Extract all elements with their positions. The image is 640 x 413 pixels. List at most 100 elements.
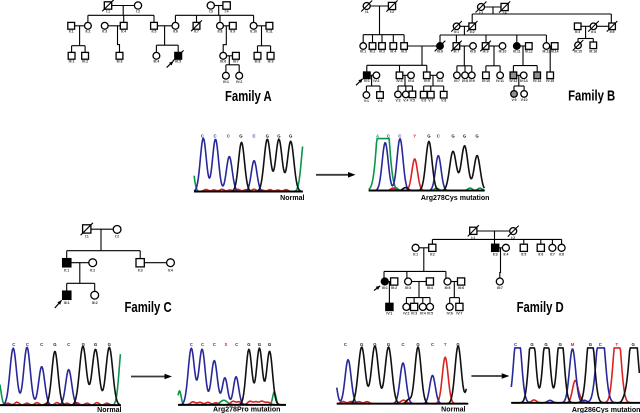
svg-text:IV:3: IV:3 [396, 79, 402, 83]
svg-text:III:6: III:6 [437, 50, 443, 54]
svg-text:IV:11: IV:11 [496, 79, 504, 83]
svg-text:C: C [437, 134, 440, 139]
svg-text:G: G [456, 342, 460, 347]
svg-text:II:9: II:9 [230, 30, 235, 34]
svg-text:C: C [398, 134, 401, 139]
svg-text:I:2: I:2 [390, 10, 394, 14]
svg-text:III:4: III:4 [427, 286, 433, 290]
svg-text:III:3: III:3 [117, 60, 123, 64]
svg-text:C: C [235, 342, 238, 347]
svg-text:C: C [40, 342, 43, 347]
svg-text:Normal: Normal [280, 193, 304, 202]
svg-text:I:4: I:4 [225, 10, 229, 14]
svg-text:G: G [247, 342, 251, 347]
svg-text:III:4: III:4 [390, 50, 396, 54]
svg-text:II:3: II:3 [138, 268, 143, 272]
svg-text:V:10: V:10 [521, 98, 528, 102]
svg-text:V:8: V:8 [441, 99, 446, 103]
svg-text:G: G [289, 134, 293, 139]
svg-text:II:3: II:3 [575, 30, 580, 34]
svg-text:Arg286Cys mutation: Arg286Cys mutation [572, 405, 640, 413]
svg-text:C: C [344, 342, 347, 347]
svg-text:G: G [108, 342, 112, 347]
svg-text:V:1: V:1 [364, 99, 369, 103]
svg-text:II:4: II:4 [503, 252, 508, 256]
svg-text:III:6: III:6 [458, 286, 464, 290]
svg-text:IV:7: IV:7 [454, 79, 460, 83]
svg-text:C: C [201, 134, 204, 139]
svg-text:IV:1: IV:1 [223, 80, 229, 84]
svg-text:V:7: V:7 [428, 99, 433, 103]
svg-text:IV:6: IV:6 [447, 311, 453, 315]
svg-text:Arg278Pro mutation: Arg278Pro mutation [213, 404, 281, 413]
svg-text:III:1: III:1 [382, 286, 388, 290]
svg-text:G: G [239, 134, 243, 139]
svg-text:C: C [26, 342, 29, 347]
svg-text:I:1: I:1 [85, 235, 89, 239]
svg-text:I:2: I:2 [136, 10, 140, 14]
svg-text:T: T [615, 342, 618, 347]
svg-text:C: C [214, 134, 217, 139]
svg-text:IV:5: IV:5 [424, 79, 430, 83]
svg-text:IV:12: IV:12 [509, 79, 517, 83]
svg-text:III:5: III:5 [175, 60, 181, 64]
svg-text:I:2: I:2 [511, 236, 515, 240]
svg-text:II:5: II:5 [521, 252, 526, 256]
svg-text:C: C [227, 134, 230, 139]
svg-text:III:4: III:4 [153, 60, 159, 64]
svg-text:I:2: I:2 [115, 235, 119, 239]
svg-text:G: G [387, 342, 391, 347]
svg-text:IV:4: IV:4 [420, 311, 426, 315]
svg-text:G: G [373, 342, 377, 347]
svg-text:G: G [427, 134, 431, 139]
svg-text:I:1: I:1 [471, 236, 475, 240]
svg-text:III:2: III:2 [82, 60, 88, 64]
svg-text:Y: Y [413, 134, 416, 139]
svg-text:G: G [94, 342, 98, 347]
svg-text:IV:4: IV:4 [408, 79, 414, 83]
svg-text:Family C: Family C [125, 298, 173, 315]
svg-text:III:1: III:1 [69, 60, 75, 64]
svg-text:IV:1: IV:1 [386, 311, 392, 315]
svg-text:III:9: III:9 [268, 60, 274, 64]
svg-text:IV:3: IV:3 [411, 311, 417, 315]
svg-text:II:8: II:8 [218, 30, 223, 34]
svg-text:III:5: III:5 [445, 286, 451, 290]
svg-text:II:7: II:7 [550, 252, 555, 256]
svg-text:G: G [451, 134, 455, 139]
svg-text:IV:8: IV:8 [462, 79, 468, 83]
svg-text:G: G [360, 342, 364, 347]
svg-text:III:3: III:3 [405, 286, 411, 290]
svg-text:II:1: II:1 [64, 268, 69, 272]
svg-text:Normal: Normal [441, 404, 465, 413]
svg-text:Family A: Family A [225, 88, 272, 105]
svg-text:III:2: III:2 [391, 286, 397, 290]
svg-text:III:7: III:7 [453, 50, 459, 54]
svg-text:S: S [224, 342, 227, 347]
svg-text:G: G [463, 134, 467, 139]
svg-text:III:14: III:14 [551, 50, 559, 54]
svg-text:V:2: V:2 [377, 99, 382, 103]
svg-text:C: C [401, 342, 404, 347]
svg-text:III:16: III:16 [589, 50, 597, 54]
svg-text:II:4: II:4 [121, 30, 126, 34]
svg-text:II:2: II:2 [470, 30, 475, 34]
svg-text:III:2: III:2 [370, 50, 376, 54]
svg-text:II:1: II:1 [69, 30, 74, 34]
svg-text:II:3: II:3 [493, 252, 498, 256]
svg-text:G: G [544, 342, 548, 347]
svg-text:C: C [213, 342, 216, 347]
svg-text:V:3: V:3 [395, 98, 400, 102]
svg-text:G: G [266, 134, 270, 139]
svg-text:I:1: I:1 [365, 10, 369, 14]
svg-text:III:15: III:15 [574, 50, 582, 54]
svg-text:III:6: III:6 [220, 60, 226, 64]
svg-text:G: G [416, 342, 420, 347]
svg-text:III:12: III:12 [525, 50, 533, 54]
svg-text:III:8: III:8 [255, 60, 261, 64]
svg-text:IV:2: IV:2 [373, 79, 379, 83]
svg-text:II:11: II:11 [266, 30, 273, 34]
svg-text:I:1: I:1 [106, 10, 110, 14]
svg-text:III:2: III:2 [92, 301, 98, 305]
svg-text:III:10: III:10 [499, 50, 507, 54]
